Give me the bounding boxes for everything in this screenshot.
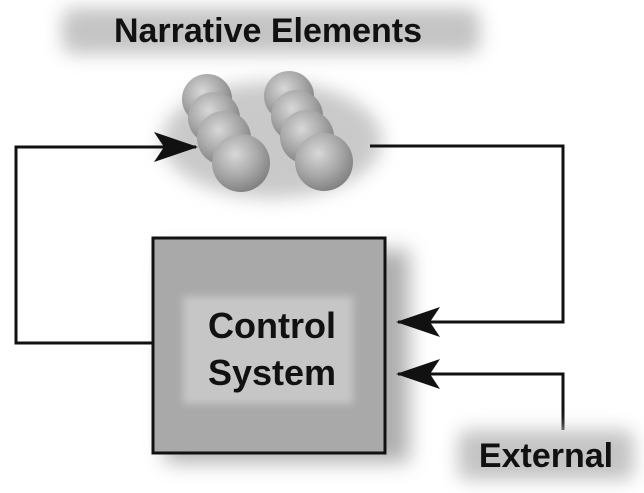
external-input-arrow <box>396 359 565 430</box>
title-glow <box>62 8 480 54</box>
external-label: External <box>479 437 613 475</box>
control-label-line2: System <box>208 352 336 393</box>
sphere-left-4 <box>212 134 270 192</box>
feedback-arrow-right <box>370 144 565 337</box>
control-system-box: Control System <box>151 236 409 462</box>
narrative-elements-spheres <box>162 71 382 198</box>
control-label-line1: Control <box>208 305 336 346</box>
external-glow <box>458 430 634 480</box>
control-box-inner <box>183 296 353 404</box>
title-group: Narrative Elements <box>62 8 480 54</box>
external-group: External <box>458 430 634 480</box>
feedback-arrow-left <box>14 132 198 345</box>
sphere-right-4 <box>295 133 353 191</box>
diagram-title: Narrative Elements <box>114 12 422 50</box>
